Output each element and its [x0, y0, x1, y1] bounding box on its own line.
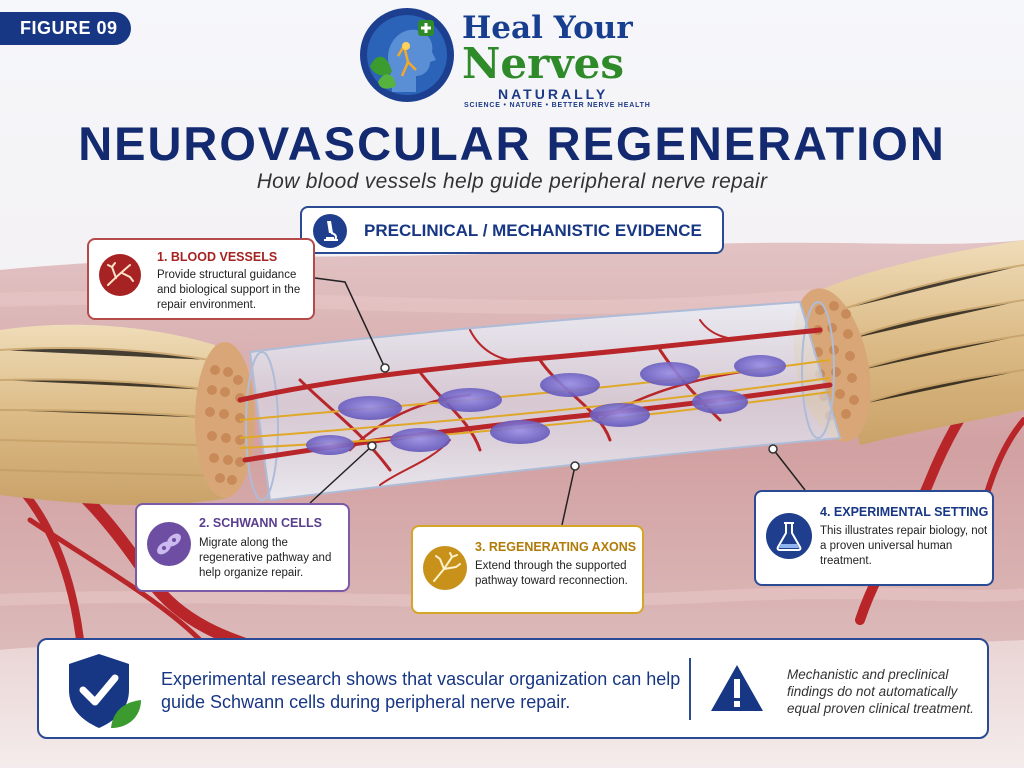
- neuron-icon: [423, 546, 467, 590]
- brand-logo: Heal Your Nerves NATURALLY SCIENCE • NAT…: [358, 6, 658, 110]
- callout-title: 3. REGENERATING AXONS: [475, 540, 637, 554]
- warning-icon: [711, 665, 763, 711]
- callout-title: 2. SCHWANN CELLS: [199, 516, 322, 530]
- callout-regenerating-axons: 3. REGENERATING AXONS Extend through the…: [411, 525, 644, 614]
- callout-blood-vessels: 1. BLOOD VESSELS Provide structural guid…: [87, 238, 315, 320]
- figure-label: FIGURE 09: [0, 12, 131, 45]
- microscope-icon: [313, 214, 347, 248]
- callout-body: This illustrates repair biology, not a p…: [820, 525, 988, 567]
- callout-body: Extend through the supported pathway tow…: [475, 560, 628, 587]
- callout-experimental-setting: 4. EXPERIMENTAL SETTING This illustrates…: [754, 490, 994, 586]
- summary-message: Experimental research shows that vascula…: [161, 669, 681, 712]
- divider: [689, 658, 691, 720]
- callout-schwann-cells: 2. SCHWANN CELLS Migrate along the regen…: [135, 503, 350, 592]
- evidence-label: PRECLINICAL / MECHANISTIC EVIDENCE: [364, 221, 702, 240]
- evidence-badge: PRECLINICAL / MECHANISTIC EVIDENCE: [300, 206, 724, 254]
- callout-body: Migrate along the regenerative pathway a…: [199, 537, 332, 579]
- callout-title: 4. EXPERIMENTAL SETTING: [820, 505, 989, 519]
- disclaimer-note: Mechanistic and preclinical findings do …: [787, 667, 974, 716]
- logo-text-heal-your: Heal Your: [462, 10, 633, 46]
- flask-icon: [766, 513, 812, 559]
- page-title: NEUROVASCULAR REGENERATION: [78, 117, 946, 170]
- summary-banner: Experimental research shows that vascula…: [37, 638, 989, 739]
- callout-title: 1. BLOOD VESSELS: [157, 250, 278, 264]
- schwann-cell-icon: [147, 522, 191, 566]
- page-subtitle: How blood vessels help guide peripheral …: [256, 170, 768, 193]
- shield-check-icon: [69, 654, 141, 728]
- logo-text-nerves: Nerves: [462, 39, 625, 88]
- logo-text-naturally: NATURALLY: [498, 86, 609, 102]
- blood-vessel-icon: [99, 254, 141, 296]
- callout-body: Provide structural guidance and biologic…: [157, 269, 301, 311]
- logo-tagline: SCIENCE • NATURE • BETTER NERVE HEALTH: [464, 102, 651, 109]
- head-leaf-logo-icon: [360, 8, 454, 102]
